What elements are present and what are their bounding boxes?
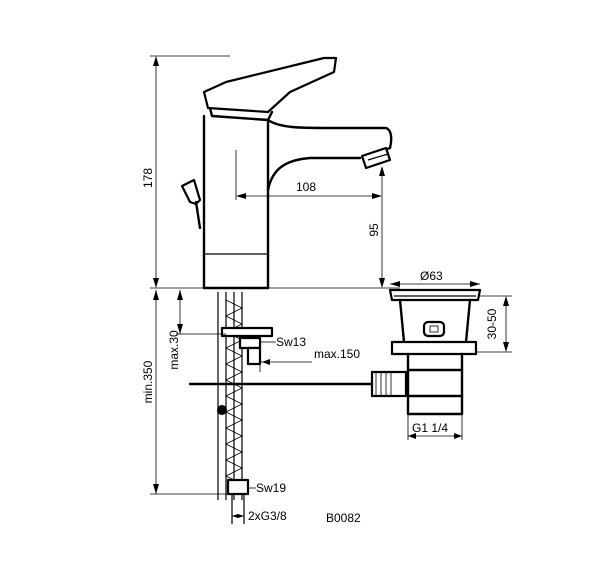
label-sw13: Sw13	[260, 335, 306, 349]
nut-sw19	[226, 478, 250, 496]
dim-min350: min.350	[141, 290, 228, 495]
lever-handle	[202, 56, 338, 114]
sw13-text: Sw13	[276, 335, 306, 349]
sw19-text: Sw19	[256, 481, 286, 495]
dim-label-108: 108	[296, 180, 316, 194]
dim-max150: max.150	[259, 347, 360, 372]
dim-label-95: 95	[367, 223, 381, 237]
dim-label-max30: max.30	[167, 330, 181, 370]
diameter-text: Ø63	[420, 269, 443, 283]
g114-text: G1 1/4	[412, 421, 448, 435]
dim-30-50: 30-50	[476, 295, 512, 353]
faucet-body	[180, 56, 393, 290]
dim-label-30-50: 30-50	[485, 308, 499, 339]
max150-text: max.150	[314, 347, 360, 361]
fixing-plate	[220, 326, 274, 338]
dim-height-95: 95	[367, 166, 385, 288]
spout-upper	[266, 118, 393, 152]
waste-slot	[422, 320, 446, 338]
waste-flange	[388, 288, 482, 302]
rod-ball	[217, 405, 227, 415]
dim-diameter: Ø63	[390, 269, 480, 287]
label-sw19: Sw19	[248, 481, 286, 495]
dim-2xg38: 2xG3/8	[232, 509, 287, 523]
under-deck	[188, 292, 380, 524]
dim-height-178: 178	[141, 56, 159, 288]
handle-cap	[208, 106, 274, 122]
drawing-code: B0082	[326, 511, 361, 525]
waste-side-connector	[370, 370, 408, 398]
waste-body-lower	[406, 352, 464, 416]
dim-label-min350: min.350	[141, 360, 155, 403]
popup-knob	[180, 178, 202, 206]
dim-label-178: 178	[141, 168, 155, 188]
nut-sw13	[238, 336, 262, 350]
g38-text: 2xG3/8	[248, 509, 287, 523]
dim-reach-108: 108	[235, 150, 382, 200]
spout-lower	[266, 156, 362, 192]
waste-fitting	[370, 288, 482, 416]
waste-locknut	[390, 340, 478, 356]
dim-g114: G1 1/4	[407, 414, 463, 440]
dim-max30: max.30	[167, 290, 226, 370]
waste-body-upper	[398, 298, 472, 344]
